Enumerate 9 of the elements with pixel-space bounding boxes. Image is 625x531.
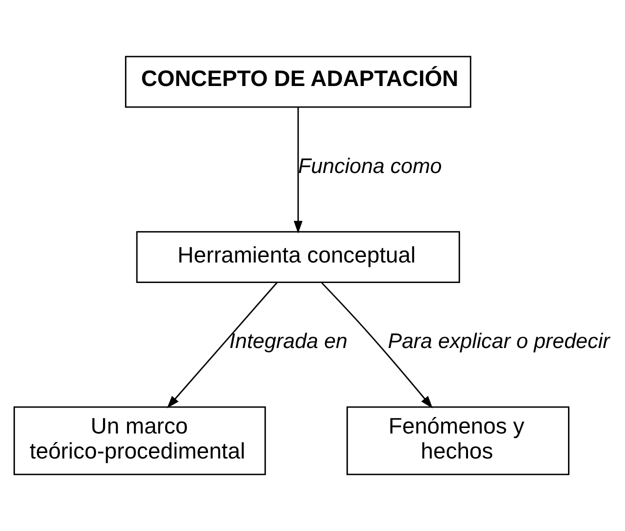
arrow: [321, 282, 433, 408]
node-box: Fenómenos y hechos: [346, 406, 570, 476]
node-box: CONCEPTO DE ADAPTACIÓN: [125, 56, 472, 108]
node-box: Herramienta conceptual: [136, 231, 460, 284]
arrow: [294, 107, 303, 234]
arrow: [166, 282, 278, 408]
edge-label: Para explicar o predecir: [388, 330, 610, 354]
node-box: Un marco teórico-procedimental: [14, 406, 266, 476]
edge-label: Integrada en: [229, 330, 348, 354]
